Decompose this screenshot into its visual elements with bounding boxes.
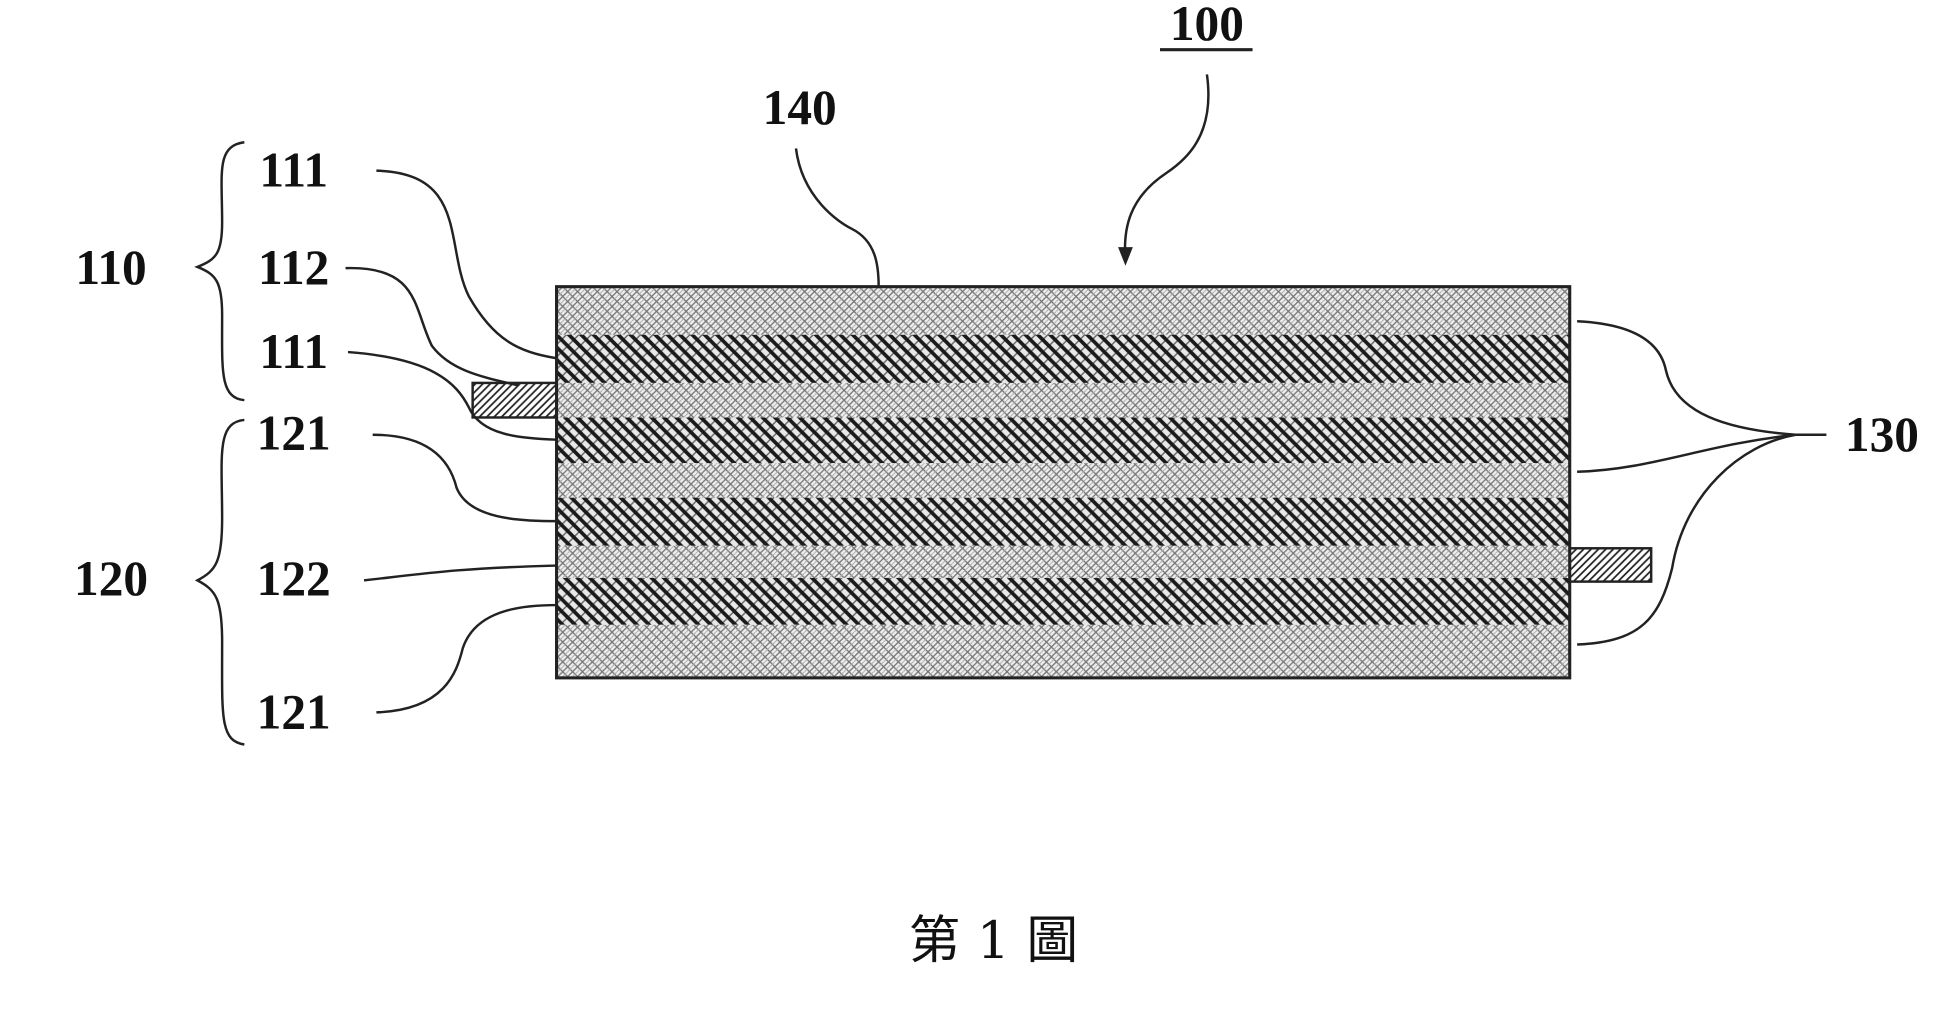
label-122: 122 [257,551,331,606]
separator-layer [556,286,1570,335]
label-120: 120 [74,551,148,606]
label-111-top: 111 [259,143,328,198]
casing-outline [555,285,1572,680]
electrode-tab-left [471,381,558,419]
leader-lines [194,48,1827,746]
label-140: 140 [763,80,837,135]
separator-layer [556,463,1570,498]
electrode-layer [556,417,1570,464]
label-110: 110 [75,240,146,295]
label-112: 112 [258,240,329,295]
label-100: 100 [1170,0,1244,51]
figure-caption: 第 1 圖 [909,911,1079,971]
electrode-layer [556,577,1570,625]
label-121-top: 121 [257,406,331,461]
electrode-tab-right [1568,547,1653,583]
electrode-layer [556,497,1570,546]
label-121-bottom: 121 [257,684,331,739]
layer-stack [555,285,1572,680]
label-130: 130 [1845,407,1919,462]
separator-layer [556,382,1570,418]
separator-layer [556,624,1570,678]
label-111-bottom: 111 [259,324,328,379]
electrode-layer [556,334,1570,383]
separator-layer [556,545,1570,578]
